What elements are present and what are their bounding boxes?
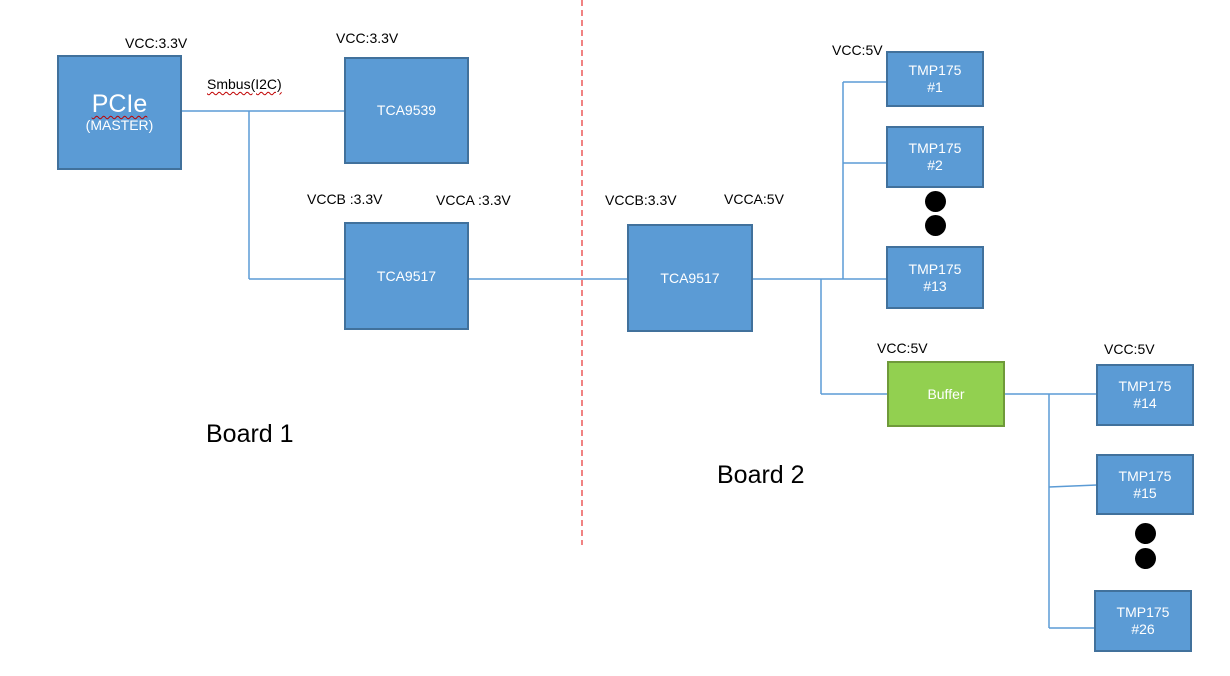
- board1-label: Board 1: [206, 420, 294, 448]
- tmp-group2-vcc-label: VCC:5V: [1104, 341, 1155, 357]
- pcie-master-box: PCIe (MASTER): [57, 55, 182, 170]
- tmp175-1-line2: #1: [927, 79, 943, 95]
- buffer-box: Buffer: [887, 361, 1005, 427]
- tmp-group1-vcc-label: VCC:5V: [832, 42, 883, 58]
- ellipsis-dot-icon: [1135, 523, 1156, 544]
- tmp175-26-box: TMP175 #26: [1094, 590, 1192, 652]
- tmp175-26-line1: TMP175: [1116, 604, 1170, 620]
- wire-tmp15: [1048, 484, 1098, 488]
- tmp175-2-line2: #2: [927, 157, 943, 173]
- buffer-vcc-label: VCC:5V: [877, 340, 928, 356]
- ellipsis-dot-icon: [925, 215, 946, 236]
- smbus-label: Smbus(I2C): [207, 76, 282, 92]
- tmp175-14-box: TMP175 #14: [1096, 364, 1194, 426]
- board1-vccb-label: VCCB :3.3V: [307, 191, 383, 207]
- tca9539-box: TCA9539: [344, 57, 469, 164]
- tmp175-15-box: TMP175 #15: [1096, 454, 1194, 515]
- tmp175-2-box: TMP175 #2: [886, 126, 984, 188]
- tmp175-15-line2: #15: [1133, 484, 1157, 501]
- tca9539-vcc-label: VCC:3.3V: [336, 30, 399, 46]
- tmp175-1-line1: TMP175: [908, 62, 962, 78]
- board1-vcca-label: VCCA :3.3V: [436, 192, 511, 208]
- pcie-subtitle: (MASTER): [85, 117, 154, 133]
- tmp175-13-line1: TMP175: [908, 260, 962, 277]
- tca9517-board2-title: TCA9517: [660, 269, 720, 286]
- pcie-vcc-label: VCC:3.3V: [125, 35, 188, 51]
- tmp175-15-line1: TMP175: [1118, 467, 1172, 484]
- board2-label: Board 2: [717, 461, 805, 489]
- tmp175-2-line1: TMP175: [908, 140, 962, 156]
- tca9517-board1-title: TCA9517: [376, 267, 437, 284]
- tmp175-14-line2: #14: [1133, 395, 1157, 411]
- buffer-title: Buffer: [927, 385, 965, 402]
- tca9517-board1-box: TCA9517: [344, 222, 469, 330]
- tca9517-board2-box: TCA9517: [627, 224, 753, 332]
- board2-vccb-label: VCCB:3.3V: [605, 192, 677, 208]
- tmp175-13-box: TMP175 #13: [886, 246, 984, 309]
- tmp175-13-line2: #13: [923, 277, 947, 294]
- board2-vcca-label: VCCA:5V: [724, 191, 784, 207]
- pcie-title: PCIe: [91, 90, 148, 118]
- ellipsis-dot-icon: [1135, 548, 1156, 569]
- tmp175-1-box: TMP175 #1: [886, 51, 984, 107]
- tca9539-title: TCA9539: [376, 102, 437, 118]
- tmp175-14-line1: TMP175: [1118, 378, 1172, 394]
- tmp175-26-line2: #26: [1131, 621, 1155, 637]
- ellipsis-dot-icon: [925, 191, 946, 212]
